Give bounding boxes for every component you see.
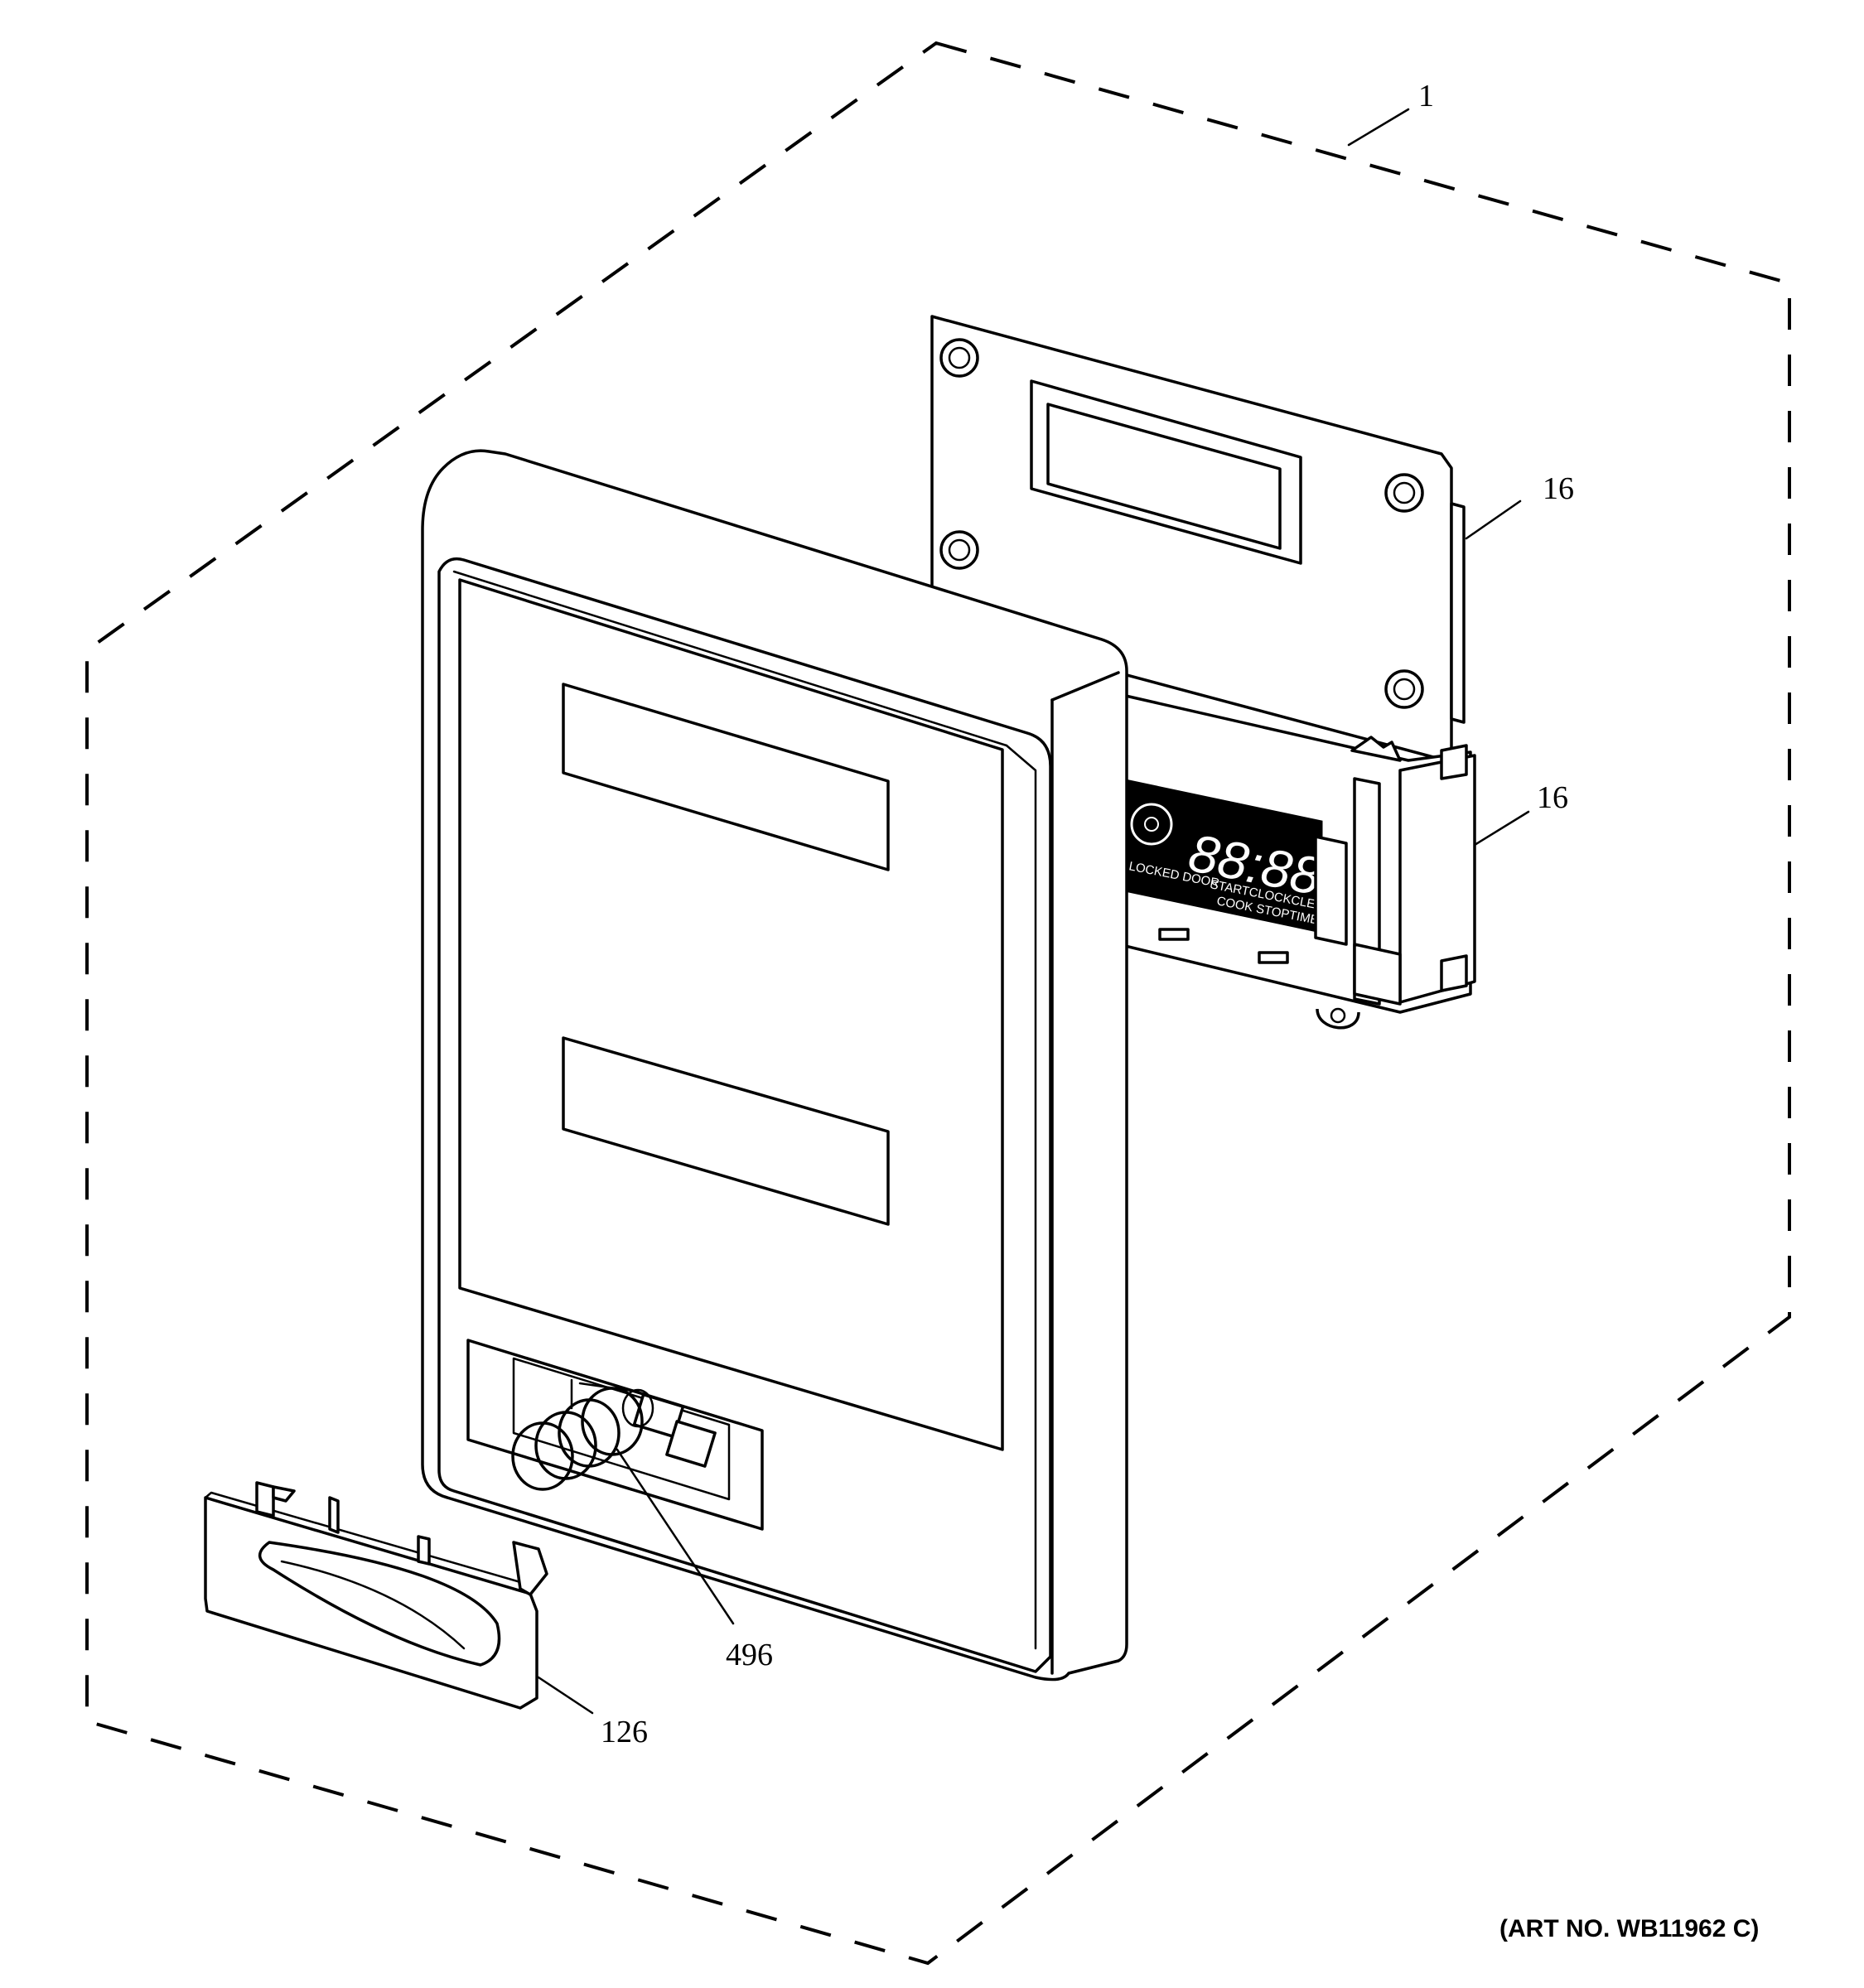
circuit-board: [930, 315, 1466, 762]
latch-handle: [204, 1481, 548, 1710]
callout-16-display: 16: [1537, 780, 1568, 815]
callout-1: 1: [1418, 79, 1434, 113]
callout-496: 496: [726, 1638, 773, 1672]
leader-lines: [537, 108, 1530, 1715]
knob-spring: [511, 1378, 654, 1491]
lower-window: [562, 1036, 890, 1226]
callout-16-board: 16: [1543, 471, 1574, 506]
control-panel: [421, 449, 1128, 1682]
art-number: (ART NO. WB11962 C): [1499, 1915, 1759, 1942]
upper-window: [562, 683, 890, 871]
assembly-boundary: [85, 41, 1791, 1966]
display-module: 88:88 STARTCLOCKCLEAN COOK STOPTIMER LOC…: [1117, 692, 1476, 1030]
callout-126: 126: [601, 1715, 648, 1749]
